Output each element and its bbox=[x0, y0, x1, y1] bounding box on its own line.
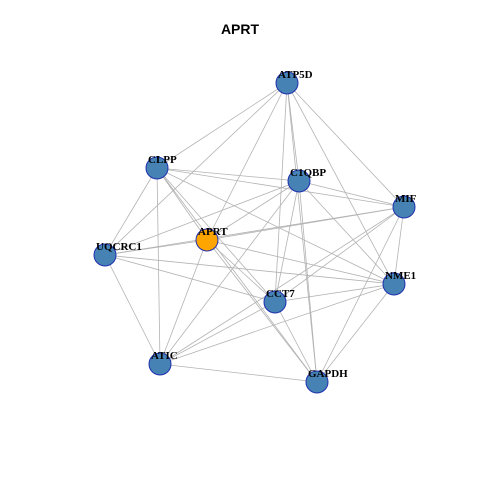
node-atp5d bbox=[275, 71, 299, 95]
edge-atp5d-aprt bbox=[206, 82, 288, 241]
edge-atic-gapdh bbox=[159, 363, 318, 383]
node-clpp bbox=[145, 156, 169, 180]
edge-clpp-mif bbox=[156, 167, 405, 208]
edge-mif-uqcrc1 bbox=[104, 206, 405, 256]
edge-clpp-aprt bbox=[156, 167, 208, 241]
node-uqcrc1 bbox=[93, 243, 117, 267]
edge-c1qbp-cct7 bbox=[274, 180, 300, 303]
edge-nme1-cct7 bbox=[274, 283, 395, 303]
edge-clpp-atic bbox=[156, 167, 161, 365]
edge-aprt-nme1 bbox=[206, 239, 395, 285]
edge-mif-nme1 bbox=[393, 206, 405, 285]
node-label-clpp: CLPP bbox=[148, 154, 177, 166]
edge-c1qbp-atic bbox=[159, 180, 300, 365]
node-label-nme1: NME1 bbox=[385, 270, 416, 282]
graph-title: APRT bbox=[220, 21, 260, 37]
node-label-aprt: APRT bbox=[198, 226, 228, 238]
edge-atp5d-gapdh bbox=[286, 82, 318, 383]
edge-uqcrc1-cct7 bbox=[104, 254, 276, 303]
node-label-mif: MIF bbox=[395, 193, 417, 205]
nodes-layer bbox=[93, 71, 416, 394]
node-c1qbp bbox=[287, 169, 311, 193]
node-cct7 bbox=[263, 290, 287, 314]
edge-aprt-atic bbox=[159, 239, 208, 365]
edge-cct7-gapdh bbox=[274, 301, 318, 383]
node-label-c1qbp: C1QBP bbox=[290, 167, 326, 179]
edge-c1qbp-gapdh bbox=[298, 180, 318, 383]
edge-nme1-atic bbox=[159, 283, 395, 365]
node-nme1 bbox=[382, 272, 406, 296]
edge-clpp-c1qbp bbox=[156, 167, 300, 182]
edge-nme1-gapdh bbox=[316, 283, 395, 383]
edge-mif-atic bbox=[159, 206, 405, 365]
node-mif bbox=[392, 195, 416, 219]
edge-c1qbp-uqcrc1 bbox=[104, 180, 300, 256]
edge-cct7-atic bbox=[159, 301, 276, 365]
edge-c1qbp-aprt bbox=[206, 180, 300, 241]
node-label-cct7: CCT7 bbox=[266, 288, 295, 300]
edge-atp5d-clpp bbox=[156, 82, 288, 169]
edge-aprt-cct7 bbox=[206, 239, 276, 303]
edge-mif-gapdh bbox=[316, 206, 405, 383]
node-gapdh bbox=[305, 370, 329, 394]
node-atic bbox=[148, 352, 172, 376]
edge-clpp-nme1 bbox=[156, 167, 395, 285]
edge-uqcrc1-nme1 bbox=[104, 254, 395, 285]
edge-mif-cct7 bbox=[274, 206, 405, 303]
node-aprt bbox=[195, 228, 219, 252]
edge-c1qbp-nme1 bbox=[298, 180, 395, 285]
edge-clpp-gapdh bbox=[156, 167, 318, 383]
edge-atp5d-mif bbox=[286, 82, 405, 208]
edge-aprt-gapdh bbox=[206, 239, 318, 383]
edge-aprt-uqcrc1 bbox=[104, 239, 208, 256]
node-label-atp5d: ATP5D bbox=[278, 69, 313, 81]
node-label-atic: ATIC bbox=[151, 350, 178, 362]
edge-clpp-uqcrc1 bbox=[104, 167, 158, 256]
node-label-gapdh: GAPDH bbox=[308, 368, 348, 380]
edge-uqcrc1-atic bbox=[104, 254, 161, 365]
edge-c1qbp-mif bbox=[298, 180, 405, 208]
edge-atp5d-nme1 bbox=[286, 82, 395, 285]
node-label-uqcrc1: UQCRC1 bbox=[96, 241, 142, 253]
edges-layer bbox=[104, 82, 405, 383]
edge-atp5d-uqcrc1 bbox=[104, 82, 288, 256]
